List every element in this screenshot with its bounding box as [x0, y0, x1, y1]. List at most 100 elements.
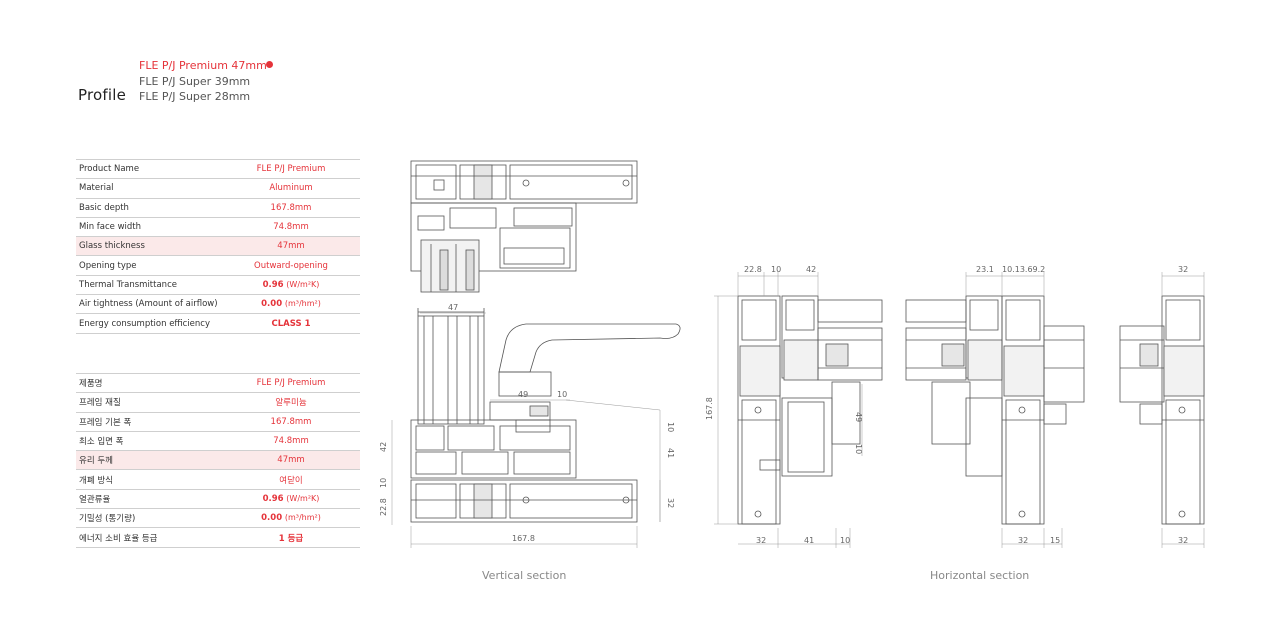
top-frame-profile	[410, 160, 638, 204]
dim-label: 32	[756, 536, 766, 545]
spec-row: Basic depth 167.8mm	[76, 198, 360, 218]
dim-label: 49	[518, 390, 528, 399]
spec-value: CLASS 1	[271, 318, 311, 329]
spec-value: 74.8mm	[273, 222, 309, 233]
spec-row: Material Aluminum	[76, 178, 360, 199]
spec-row: 최소 입면 폭 74.8mm	[76, 431, 360, 452]
spec-value: 167.8mm	[270, 416, 312, 427]
active-model-indicator-icon	[266, 61, 273, 68]
spec-value-cell: 47mm	[222, 236, 360, 257]
spec-value: 0.96	[262, 493, 284, 504]
spec-row: 기밀성 (통기량)0.00 (m³/hm²)	[76, 508, 360, 529]
spec-row: 프레임 기본 폭 167.8mm	[76, 412, 360, 432]
dim-label: 42	[379, 442, 388, 452]
spec-unit: (W/m²K)	[286, 493, 320, 503]
dim-label: 10.13.69.2	[1002, 265, 1045, 274]
spec-value: 0.96	[262, 279, 284, 290]
spec-value: 74.8mm	[273, 436, 309, 447]
spec-row: Opening type Outward-opening	[76, 255, 360, 276]
vertical-dimension-labels: 47 49 10 10 41 32 42 10 22.8 167.8	[379, 303, 675, 543]
dim-label: 22.8	[744, 265, 762, 274]
spec-label: 유리 두께	[76, 450, 222, 471]
dim-label: 22.8	[379, 498, 388, 516]
dim-label: 10	[379, 478, 388, 488]
spec-value: Aluminum	[269, 183, 313, 194]
spec-label: 기밀성 (통기량)	[76, 508, 222, 529]
spec-value-cell: 47mm	[222, 450, 360, 471]
spec-value-cell: 167.8mm	[222, 412, 360, 432]
spec-row: Glass thickness 47mm	[76, 236, 360, 257]
spec-value-cell: 0.00 (m³/hm²)	[222, 508, 360, 529]
spec-value-cell: 1 등급	[222, 527, 360, 548]
spec-value: 167.8mm	[270, 202, 312, 213]
dim-label: 42	[806, 265, 816, 274]
spec-label: Min face width	[76, 217, 222, 238]
dim-label: 10	[854, 444, 863, 454]
dim-label: 49	[854, 412, 863, 422]
horizontal-section-drawing-3	[1119, 295, 1205, 525]
spec-label: 프레임 기본 폭	[76, 412, 222, 432]
glass-unit	[417, 315, 485, 425]
dim-label: 10	[840, 536, 850, 545]
spec-value: 1 등급	[278, 533, 304, 544]
spec-value-cell: Aluminum	[222, 178, 360, 199]
spec-value: Outward-opening	[254, 260, 328, 271]
horizontal-section-drawing-1	[737, 295, 883, 525]
dim-label: 23.1	[976, 265, 994, 274]
horizontal-dimension-lines-3	[1161, 272, 1205, 548]
spec-label: Thermal Transmittance	[76, 275, 222, 296]
model-list: FLE P/J Premium 47mm FLE P/J Super 39mm …	[139, 58, 267, 105]
model-item-super-28[interactable]: FLE P/J Super 28mm	[139, 90, 251, 103]
horizontal-dimension-labels-2: 23.1 10.13.69.2 32 15	[976, 265, 1060, 545]
spec-value: 47mm	[277, 241, 305, 252]
spec-value: 알루미늄	[275, 398, 307, 409]
vertical-dimension-lines	[391, 312, 661, 548]
horizontal-dimension-lines-1	[714, 272, 863, 548]
spec-value-cell: 여닫이	[222, 469, 360, 490]
spec-row: Min face width 74.8mm	[76, 217, 360, 238]
spec-row: 유리 두께 47mm	[76, 450, 360, 471]
dim-label: 41	[666, 448, 675, 458]
dim-label: 10	[771, 265, 781, 274]
spec-row: 프레임 재질 알루미늄	[76, 392, 360, 413]
horizontal-dimension-labels-3: 32 32	[1178, 265, 1188, 545]
spec-value: 0.00	[261, 299, 283, 310]
spec-value-cell: Outward-opening	[222, 255, 360, 276]
dim-label: 32	[1178, 536, 1188, 545]
horizontal-section-caption: Horizontal section	[930, 569, 1030, 582]
spec-value: 47mm	[277, 455, 305, 466]
vertical-section-caption: Vertical section	[482, 569, 567, 582]
dim-label: 41	[804, 536, 814, 545]
spec-value-cell: 74.8mm	[222, 431, 360, 452]
spec-row: Thermal Transmittance 0.96 (W/m²K)	[76, 275, 360, 296]
spec-unit: (W/m²K)	[286, 279, 320, 289]
vertical-section-drawing	[410, 160, 681, 523]
spec-label: Opening type	[76, 255, 222, 276]
handle-drawing	[498, 323, 681, 373]
dim-label: 167.8	[705, 397, 714, 420]
model-item-super-39[interactable]: FLE P/J Super 39mm	[139, 74, 251, 88]
spec-label: 열관류율	[76, 489, 222, 510]
spec-label: Basic depth	[76, 198, 222, 218]
model-item-premium-47[interactable]: FLE P/J Premium 47mm	[139, 59, 267, 72]
spec-value-cell: 167.8mm	[222, 198, 360, 218]
spec-label: Material	[76, 178, 222, 199]
dim-label: 32	[666, 498, 675, 508]
spec-label: 최소 입면 폭	[76, 431, 222, 452]
spec-value-cell: FLE P/J Premium	[222, 158, 360, 180]
spec-label: 개폐 방식	[76, 469, 222, 490]
dim-label: 32	[1178, 265, 1188, 274]
spec-value-cell: 0.00 (m³/hm²)	[222, 294, 360, 315]
spec-label: Glass thickness	[76, 236, 222, 257]
spec-value: FLE P/J Premium	[256, 164, 326, 175]
spec-value-cell: 0.96 (W/m²K)	[222, 489, 360, 510]
spec-label: 프레임 재질	[76, 392, 222, 413]
dim-label: 32	[1018, 536, 1028, 545]
